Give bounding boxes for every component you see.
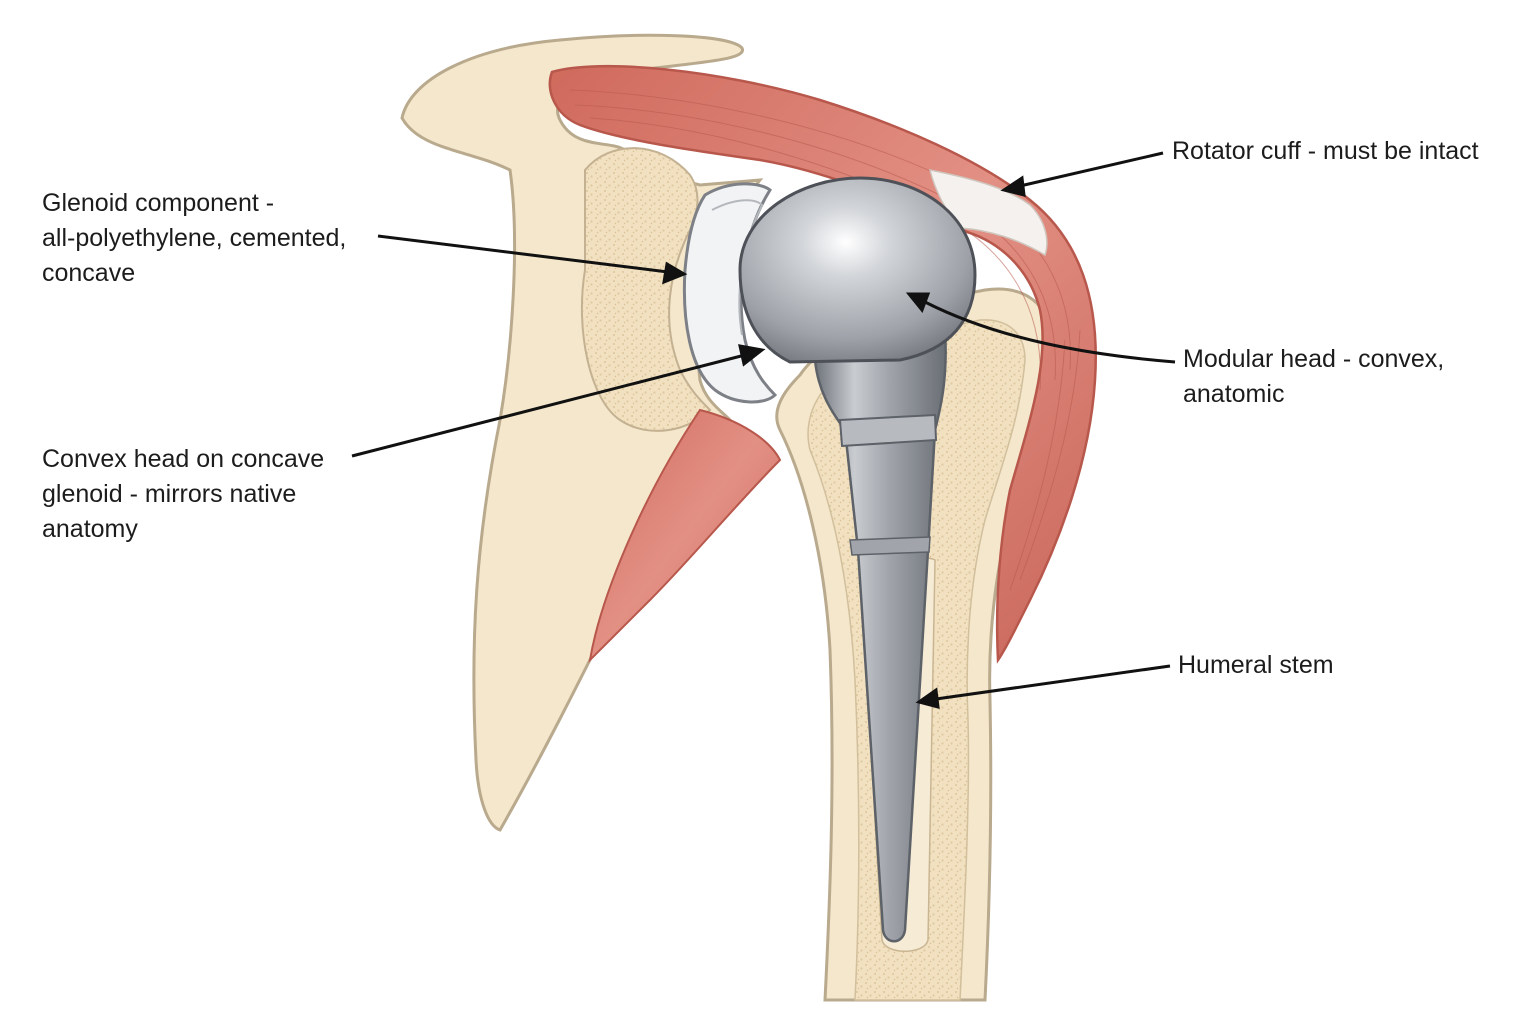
arrowhead-glenoid-component — [662, 261, 688, 285]
leader-glenoid-component — [377, 234, 669, 274]
leader-lines — [351, 151, 1176, 710]
arrowhead-convex-on-concave — [738, 344, 766, 367]
stem-collar — [838, 413, 938, 448]
label-line: all-polyethylene, cemented, — [42, 224, 347, 252]
label-humeral-stem: Humeral stem — [1178, 648, 1334, 683]
label-line: anatomic — [1183, 380, 1285, 408]
modular-head — [738, 176, 977, 364]
inferior-muscle — [588, 408, 782, 663]
arrowhead-modular-head — [905, 292, 931, 313]
label-line: glenoid - mirrors native — [42, 480, 297, 508]
label-modular-head: Modular head - convex, anatomic — [1183, 342, 1444, 412]
label-line: Glenoid component - — [42, 189, 275, 217]
label-line: Humeral stem — [1178, 651, 1334, 679]
label-line: Rotator cuff - must be intact — [1172, 137, 1479, 165]
leader-rotator-cuff — [1019, 151, 1164, 188]
label-line: anatomy — [42, 515, 138, 543]
arrowhead-humeral-stem — [915, 687, 940, 710]
glenoid-component — [682, 182, 778, 404]
label-line: Modular head - convex, — [1183, 345, 1445, 373]
stem-taper-ring — [849, 536, 931, 556]
label-convex-on-concave: Convex head on concave glenoid - mirrors… — [42, 442, 324, 547]
leader-convex-on-concave — [351, 353, 746, 458]
arrowhead-rotator-cuff — [1000, 175, 1026, 197]
label-line: Convex head on concave — [42, 445, 325, 473]
label-glenoid-component: Glenoid component - all-polyethylene, ce… — [42, 186, 346, 291]
label-rotator-cuff: Rotator cuff - must be intact — [1172, 134, 1479, 169]
leader-modular-head — [924, 300, 1176, 364]
humeral-stem — [813, 328, 947, 943]
glenoid-surface — [711, 199, 764, 336]
leader-humeral-stem — [935, 664, 1171, 701]
label-line: concave — [42, 259, 136, 287]
scapula — [400, 33, 764, 832]
glenoid-neck — [580, 147, 712, 432]
